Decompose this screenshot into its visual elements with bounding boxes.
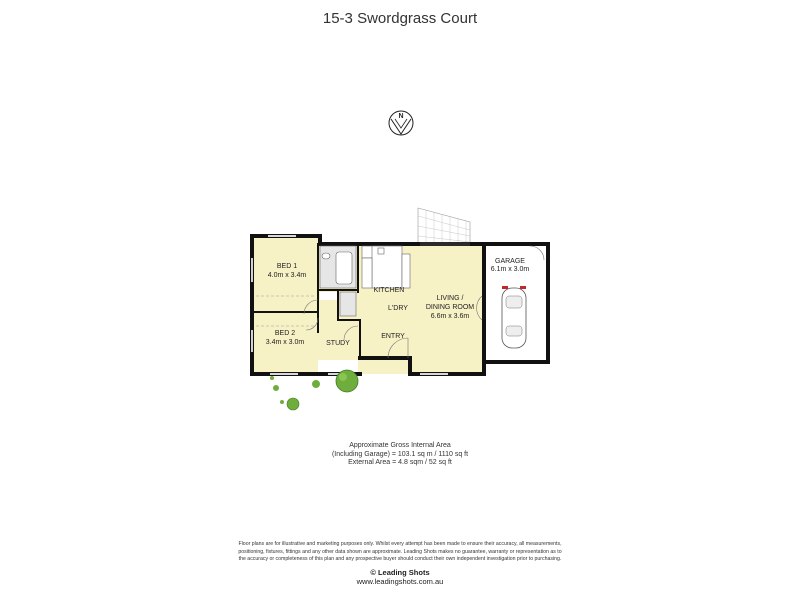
bed2-size: 3.4m x 3.0m <box>266 339 305 346</box>
door-swings <box>303 245 545 359</box>
compass-letter: N <box>398 113 403 120</box>
area-line-1: Approximate Gross Internal Area <box>349 442 451 449</box>
bed2-label: BED 2 <box>275 330 295 337</box>
bed1-size: 4.0m x 3.4m <box>268 272 307 279</box>
kitchen-label: KITCHEN <box>374 287 405 294</box>
bed1-label: BED 1 <box>277 263 297 270</box>
disclaimer-line-1: Floor plans are for illustrative and mar… <box>238 541 562 547</box>
laundry-label: L'DRY <box>388 305 408 312</box>
garage-size: 6.1m x 3.0m <box>491 266 530 273</box>
sliding-door <box>420 242 470 246</box>
area-summary: Approximate Gross Internal Area (Includi… <box>0 442 800 468</box>
room-labels: BED 1 4.0m x 3.4m BED 2 3.4m x 3.0m STUD… <box>266 258 530 347</box>
kitchen-fixtures <box>361 245 411 289</box>
entry-label: ENTRY <box>381 333 405 340</box>
brand-footer: © Leading Shots www.leadingshots.com.au <box>0 568 800 586</box>
brand-name: © Leading Shots <box>370 568 430 577</box>
disclaimer: Floor plans are for illustrative and mar… <box>150 541 650 564</box>
living-size: 6.6m x 3.6m <box>431 313 470 320</box>
garage-label: GARAGE <box>495 258 525 265</box>
patio <box>417 207 471 245</box>
dining-label: DINING ROOM <box>426 304 474 311</box>
disclaimer-line-3: the accuracy or completeness of this pla… <box>238 556 562 562</box>
car-icon <box>501 286 527 349</box>
study-label: STUDY <box>326 340 350 347</box>
tree-icon <box>270 369 359 411</box>
area-line-3: External Area = 4.8 sqm / 52 sq ft <box>348 459 452 466</box>
brand-url[interactable]: www.leadingshots.com.au <box>356 577 444 586</box>
page-title: 15-3 Swordgrass Court <box>322 10 478 27</box>
disclaimer-line-2: positioning, fixtures, fittings and any … <box>238 548 562 555</box>
bathroom-fixtures <box>319 245 357 317</box>
north-arrow-icon: N <box>388 110 414 136</box>
wardrobes <box>256 295 316 327</box>
living-label: LIVING / <box>437 295 464 302</box>
area-line-2: (Including Garage) = 103.1 sq m / 1110 s… <box>331 450 469 458</box>
